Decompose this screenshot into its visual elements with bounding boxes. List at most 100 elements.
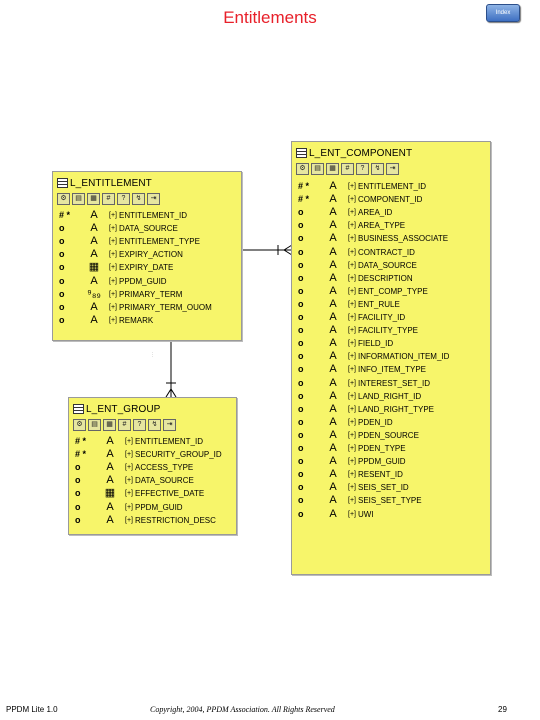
column-name: PRIMARY_TERM_OUOM bbox=[119, 302, 212, 312]
column-box-icon: [+] bbox=[348, 235, 356, 243]
column-row[interactable]: o A [+]DATA_SOURCE bbox=[292, 259, 490, 272]
column-type-icon: A bbox=[329, 297, 337, 310]
column-type-icon: A bbox=[329, 206, 337, 219]
column-row[interactable]: # *A[+]ENTITLEMENT_ID bbox=[69, 435, 236, 448]
column-box-icon: [+] bbox=[348, 209, 356, 217]
column-type-icon: A bbox=[106, 500, 114, 513]
toolbar-icon[interactable]: ↯ bbox=[371, 163, 384, 175]
index-button[interactable]: Index bbox=[486, 4, 520, 22]
toolbar-icon[interactable]: ▤ bbox=[88, 419, 101, 431]
column-type-icon: A bbox=[329, 455, 337, 468]
toolbar-icon[interactable]: ▤ bbox=[72, 193, 85, 205]
toolbar-icon[interactable]: ? bbox=[356, 163, 369, 175]
toolbar-icon[interactable]: ? bbox=[133, 419, 146, 431]
column-row[interactable]: # *A[+]ENTITLEMENT_ID bbox=[292, 180, 490, 193]
toolbar-icon[interactable]: ▦ bbox=[103, 419, 116, 431]
toolbar-icon[interactable]: ↯ bbox=[132, 193, 145, 205]
toolbar-icon[interactable]: ⚙ bbox=[296, 163, 309, 175]
toolbar-icon[interactable]: ↯ bbox=[148, 419, 161, 431]
column-box-icon: [+] bbox=[348, 405, 356, 413]
column-name: EXPIRY_ACTION bbox=[119, 250, 183, 260]
column-type-icon: A bbox=[329, 258, 337, 271]
column-box-icon: [+] bbox=[109, 238, 117, 246]
column-name: FACILITY_ID bbox=[358, 313, 406, 322]
toolbar-icon[interactable]: ⚙ bbox=[73, 419, 86, 431]
column-type-icon: A bbox=[329, 219, 337, 232]
toolbar-icon[interactable]: ▦ bbox=[87, 193, 100, 205]
column-key-marker: o bbox=[59, 301, 65, 312]
column-box-icon: [+] bbox=[348, 261, 356, 269]
column-type-icon: A bbox=[329, 350, 337, 363]
column-name: INTEREST_SET_ID bbox=[358, 378, 431, 388]
column-key-marker: o bbox=[298, 272, 304, 283]
column-name: ENT_COMP_TYPE bbox=[358, 286, 428, 296]
toolbar-icon[interactable]: ? bbox=[117, 193, 130, 205]
column-row[interactable]: # *A[+]SECURITY_GROUP_ID bbox=[69, 448, 236, 461]
column-row[interactable]: # *A[+]COMPONENT_ID bbox=[292, 193, 490, 206]
column-row[interactable]: o▦[+]EFFECTIVE_DATE bbox=[69, 487, 236, 500]
footer-page-number: 29 bbox=[498, 705, 507, 714]
column-key-marker: o bbox=[59, 223, 65, 234]
column-key-marker: o bbox=[298, 298, 304, 309]
column-name: CONTRACT_ID bbox=[358, 247, 415, 257]
toolbar-icon[interactable]: ▦ bbox=[326, 163, 339, 175]
entity-l-ent-component[interactable]: L_ENT_COMPONENT ⚙▤▦#?↯⇥ # *A[+]ENTITLEME… bbox=[291, 141, 491, 575]
toolbar-icon[interactable]: # bbox=[118, 419, 131, 431]
column-box-icon: [+] bbox=[348, 196, 356, 204]
toolbar-icon[interactable]: # bbox=[341, 163, 354, 175]
column-name: DESCRIPTION bbox=[358, 273, 413, 283]
toolbar-icon[interactable]: # bbox=[102, 193, 115, 205]
entity-l-ent-group[interactable]: L_ENT_GROUP ⚙▤▦#?↯⇥ # *A[+]ENTITLEMENT_I… bbox=[68, 397, 237, 535]
toolbar-icon[interactable]: ⇥ bbox=[147, 193, 160, 205]
entity-l-entitlement[interactable]: L_ENTITLEMENT ⚙▤▦#?↯⇥ # *A[+]ENTITLEMENT… bbox=[52, 171, 242, 341]
column-row[interactable]: # *A[+]ENTITLEMENT_ID bbox=[53, 209, 241, 222]
column-name: DATA_SOURCE bbox=[358, 260, 417, 270]
column-row[interactable]: o▦[+]EXPIRY_DATE bbox=[53, 261, 241, 274]
toolbar-icon[interactable]: ⇥ bbox=[386, 163, 399, 175]
toolbar-icon[interactable]: ▤ bbox=[311, 163, 324, 175]
column-key-marker: o bbox=[298, 259, 304, 270]
toolbar-icon[interactable]: ⚙ bbox=[57, 193, 70, 205]
column-key-marker: o bbox=[59, 236, 65, 247]
column-type-icon: A bbox=[90, 248, 98, 261]
table-icon bbox=[73, 404, 84, 414]
column-name: ENTITLEMENT_TYPE bbox=[119, 237, 200, 247]
toolbar-icon[interactable]: ⇥ bbox=[163, 419, 176, 431]
column-box-icon: [+] bbox=[348, 379, 356, 387]
